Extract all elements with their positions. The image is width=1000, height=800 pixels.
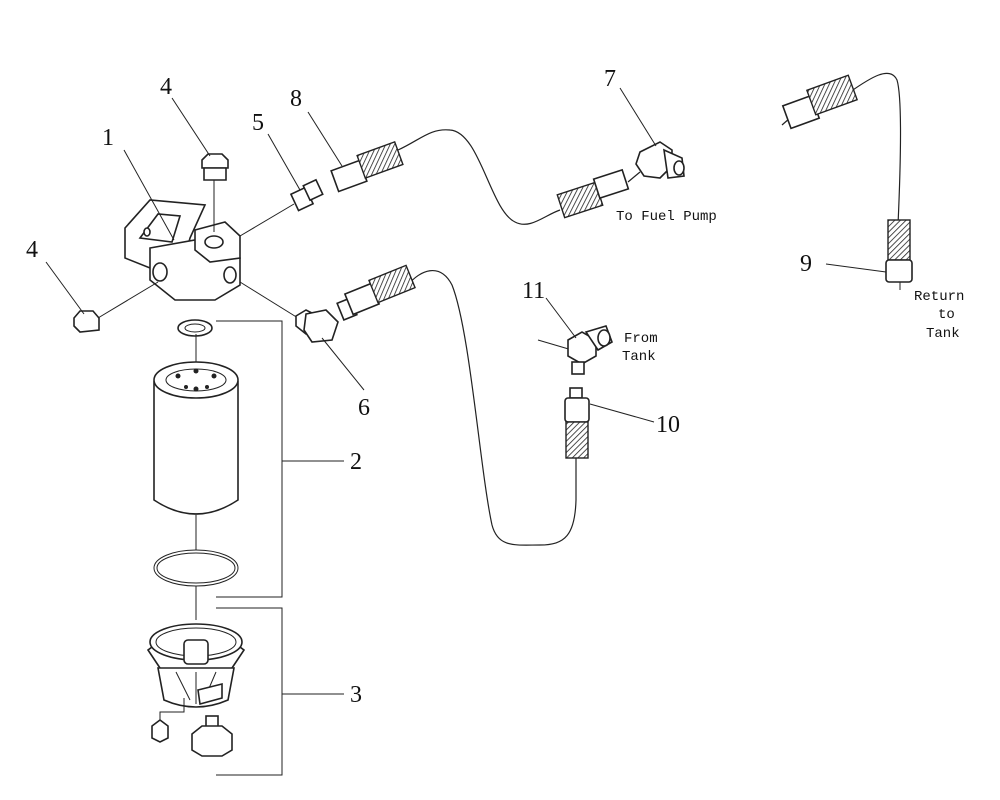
note-return-line1: Return bbox=[914, 289, 964, 305]
callout-5: 5 bbox=[252, 110, 264, 136]
leader-9 bbox=[825, 263, 887, 273]
fuel-line-to-pump bbox=[397, 129, 561, 225]
leader-7 bbox=[619, 87, 657, 147]
callout-10: 10 bbox=[656, 412, 680, 438]
bowl-assembly bbox=[146, 623, 246, 757]
leader-4-side bbox=[45, 261, 85, 315]
tee-fitting-11 bbox=[537, 325, 613, 375]
callout-3: 3 bbox=[350, 682, 362, 708]
leader-5 bbox=[267, 133, 301, 191]
note-from-tank-line1: From bbox=[624, 331, 658, 347]
note-return-line3: Tank bbox=[926, 326, 960, 342]
note-to-fuel-pump: To Fuel Pump bbox=[616, 209, 717, 225]
note-return-line2: to bbox=[938, 307, 955, 323]
callout-8: 8 bbox=[290, 86, 302, 112]
leader-8 bbox=[307, 111, 343, 167]
return-line bbox=[849, 72, 902, 226]
callout-4-top: 4 bbox=[160, 74, 172, 100]
filter-head bbox=[124, 199, 241, 301]
leader-6 bbox=[321, 337, 365, 391]
callout-7: 7 bbox=[604, 66, 616, 92]
adapter-fitting bbox=[239, 178, 324, 237]
leader-10 bbox=[589, 403, 655, 423]
callout-1: 1 bbox=[102, 125, 114, 151]
callout-11: 11 bbox=[522, 278, 545, 304]
elbow-fitting-6 bbox=[239, 281, 358, 343]
callout-4-side: 4 bbox=[26, 237, 38, 263]
filter-element bbox=[153, 319, 239, 620]
leader-11 bbox=[545, 297, 577, 339]
callout-6: 6 bbox=[358, 395, 370, 421]
bracket-2 bbox=[216, 320, 283, 598]
bracket-3 bbox=[216, 607, 283, 776]
note-from-tank-line2: Tank bbox=[622, 349, 656, 365]
hose-end-6 bbox=[343, 264, 416, 316]
callout-9: 9 bbox=[800, 251, 812, 277]
fuel-line-from-tank bbox=[407, 270, 577, 546]
leader-4-top bbox=[171, 97, 211, 157]
return-hose-end-top bbox=[781, 74, 859, 130]
return-hose-end-9 bbox=[885, 219, 913, 290]
hose-end-8 bbox=[330, 140, 404, 193]
plug-side bbox=[73, 281, 159, 333]
leader-1 bbox=[123, 149, 175, 241]
hose-end-10 bbox=[564, 387, 590, 459]
plug-top bbox=[201, 153, 229, 232]
callout-2: 2 bbox=[350, 449, 362, 475]
fuel-line-to-pump-end bbox=[627, 171, 641, 183]
elbow-fitting-7 bbox=[556, 141, 685, 219]
